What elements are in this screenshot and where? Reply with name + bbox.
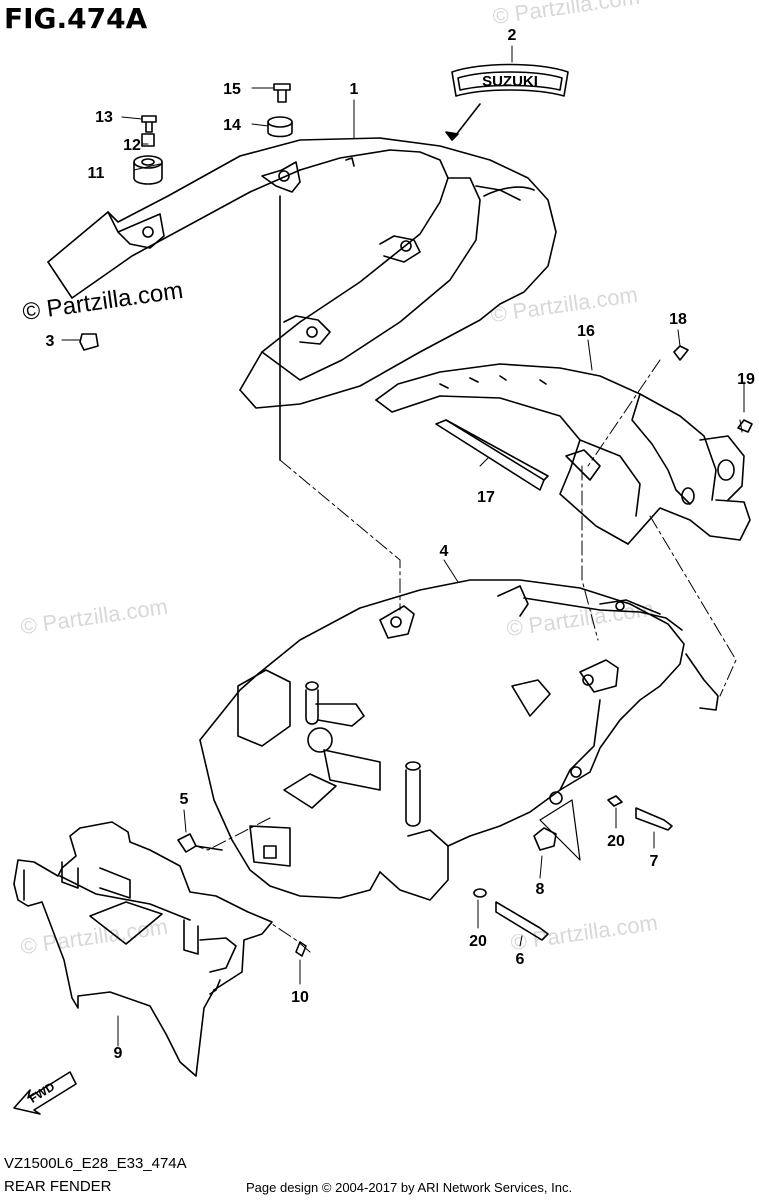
callout-5: 5: [180, 791, 189, 808]
callout-8: 8: [536, 881, 545, 898]
callout-15: 15: [223, 81, 241, 98]
seat-cowl-part: [47, 137, 557, 409]
callout-9: 9: [114, 1045, 123, 1062]
callout-11: 11: [88, 165, 105, 182]
hardware-parts: [79, 83, 293, 461]
callout-19: 19: [737, 371, 755, 388]
callout-17: 17: [477, 489, 495, 506]
callout-12: 12: [123, 137, 141, 154]
fwd-arrow-icon: [13, 1071, 77, 1115]
figure-title: FIG.474A: [4, 2, 148, 35]
callout-7: 7: [650, 853, 659, 870]
section-name: REAR FENDER: [4, 1178, 112, 1195]
bolts-and-washers: [177, 795, 673, 957]
copyright-credit: Page design © 2004-2017 by ARI Network S…: [246, 1180, 573, 1195]
strip-part: [435, 419, 549, 491]
emblem-text: SUZUKI: [482, 73, 538, 90]
rear-fender-upper-part: [375, 345, 753, 545]
callout-18: 18: [669, 311, 687, 328]
callout-20-lower: 20: [469, 933, 487, 950]
lower-bracket-part: [13, 821, 273, 1077]
callout-13: 13: [95, 109, 113, 126]
callout-10: 10: [291, 989, 309, 1006]
callout-3: 3: [46, 333, 55, 350]
callout-2: 2: [508, 27, 517, 44]
callout-16: 16: [577, 323, 595, 340]
callout-6: 6: [516, 951, 525, 968]
callout-14: 14: [223, 117, 241, 134]
model-code: VZ1500L6_E28_E33_474A: [4, 1155, 187, 1172]
rear-fender-frame-part: [199, 579, 719, 901]
callout-4: 4: [440, 543, 449, 560]
suzuki-emblem-part: [445, 63, 569, 141]
callout-20-upper: 20: [607, 833, 625, 850]
callout-1: 1: [350, 81, 359, 98]
